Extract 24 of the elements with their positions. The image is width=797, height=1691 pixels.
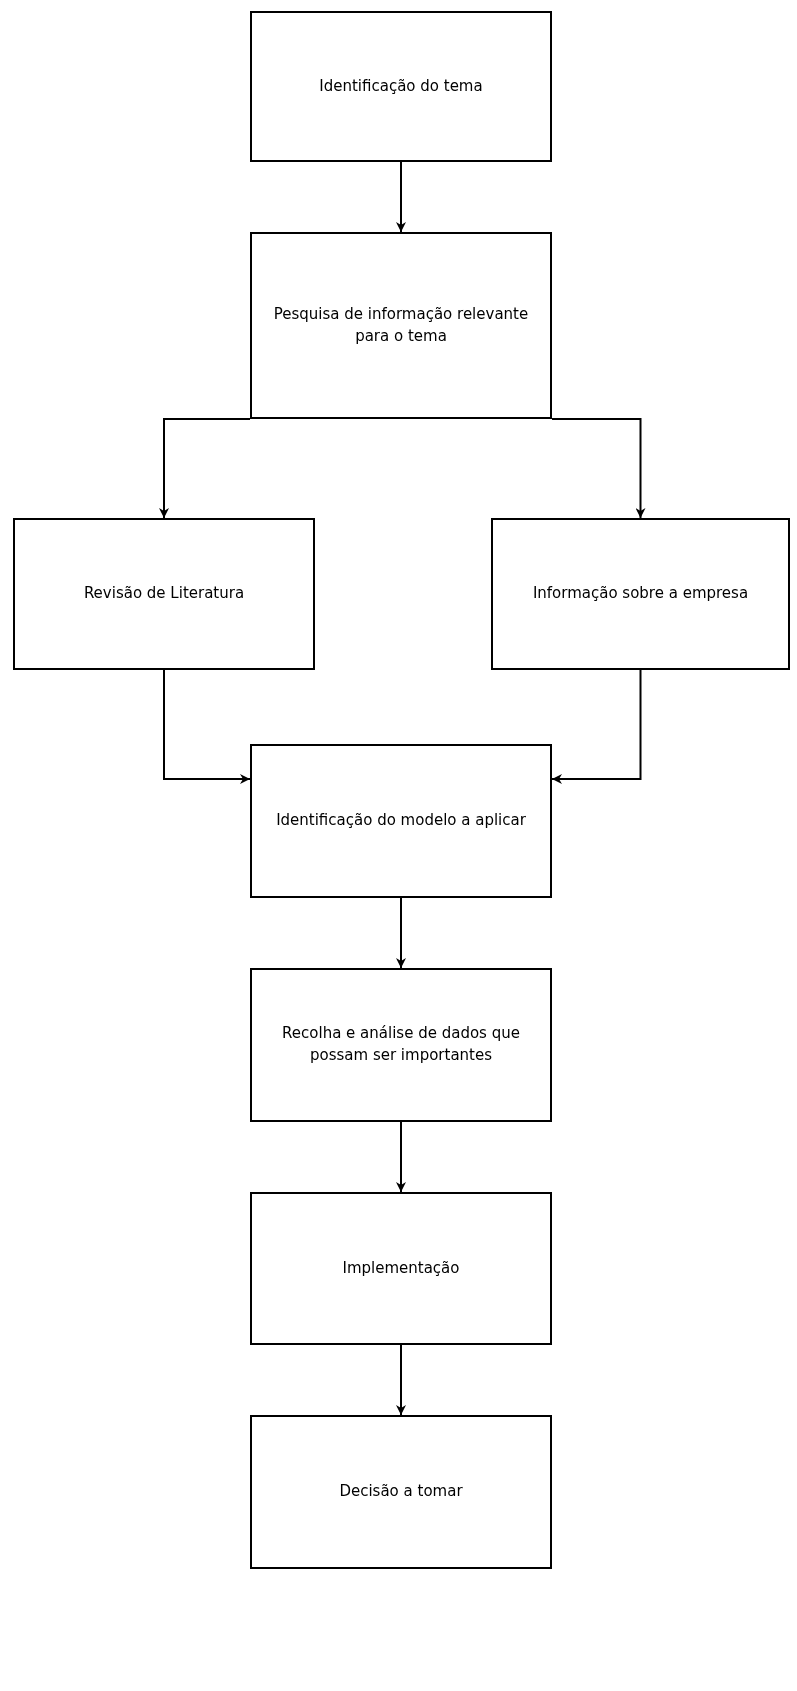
process-box [250,1192,552,1345]
box-label: Revisão de Literatura [83,583,245,605]
arrow [396,161,406,233]
box-label: Decisão a tomar [339,1481,463,1503]
arrow [396,897,406,969]
box-label: Identificação do modelo a aplicar [276,810,526,832]
process-box [250,1415,552,1569]
process-box [491,518,790,670]
process-box [13,518,315,670]
box-label: Pesquisa de informação relevante para o tema [272,303,530,347]
arrow [396,1344,406,1416]
arrow [163,669,251,784]
process-box [250,232,552,419]
box-label: Identificação do tema [319,75,483,97]
process-box [250,11,552,162]
box-label: Recolha e análise de dados que possam ser importantes [281,1023,521,1066]
box-label: Informação sobre a empresa [532,583,749,605]
process-box [250,744,552,898]
box-label: Implementação [342,1257,460,1279]
arrow [551,669,642,784]
arrow [551,418,646,519]
arrow [396,1121,406,1193]
process-box [250,968,552,1122]
arrow [159,418,251,519]
